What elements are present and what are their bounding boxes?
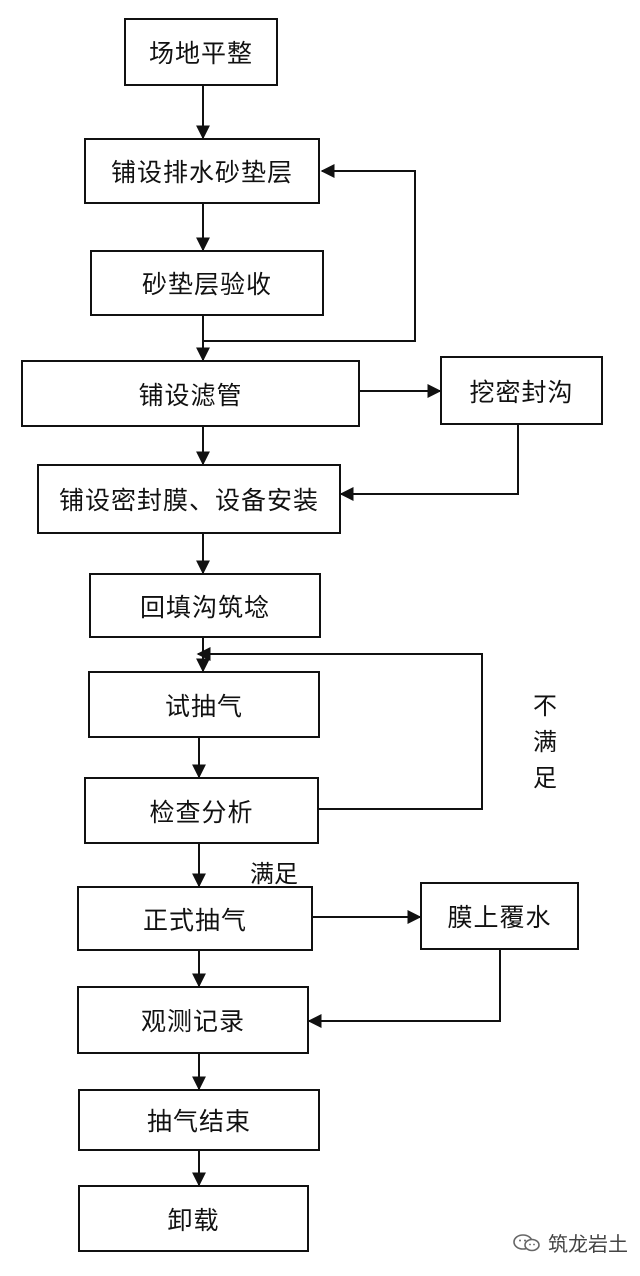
watermark: 筑龙岩土 [512, 1228, 628, 1257]
step-trial-pumping: 试抽气 [88, 671, 320, 738]
step-lay-filter-pipe: 铺设滤管 [21, 360, 360, 427]
step-formal-pumping: 正式抽气 [77, 886, 313, 951]
step-lay-sand-cushion: 铺设排水砂垫层 [84, 138, 320, 204]
step-observe-record: 观测记录 [77, 986, 309, 1054]
label-not-satisfied: 不 满 足 [530, 688, 560, 796]
step-cushion-acceptance: 砂垫层验收 [90, 250, 324, 316]
label-not-satisfied-char: 满 [533, 728, 557, 756]
step-backfill-trench: 回填沟筑埝 [89, 573, 321, 638]
label-not-satisfied-char: 不 [533, 692, 557, 720]
label-satisfied: 满足 [250, 860, 298, 888]
step-unloading: 卸载 [78, 1185, 309, 1252]
step-pumping-end: 抽气结束 [78, 1089, 320, 1151]
arrow-watercover-to-observe [307, 950, 501, 1028]
arrow-not-satisfied-loop [196, 647, 483, 810]
arrow-rework-loop [203, 164, 416, 342]
label-not-satisfied-char: 足 [533, 764, 557, 792]
wechat-icon [513, 1233, 540, 1251]
step-water-cover: 膜上覆水 [420, 882, 579, 950]
arrow-trench-to-membrane [339, 425, 519, 501]
step-dig-seal-trench: 挖密封沟 [440, 356, 603, 425]
step-site-leveling: 场地平整 [124, 18, 278, 86]
watermark-text: 筑龙岩土 [548, 1232, 628, 1256]
step-lay-membrane-install: 铺设密封膜、设备安装 [37, 464, 341, 534]
step-check-analysis: 检查分析 [84, 777, 319, 844]
